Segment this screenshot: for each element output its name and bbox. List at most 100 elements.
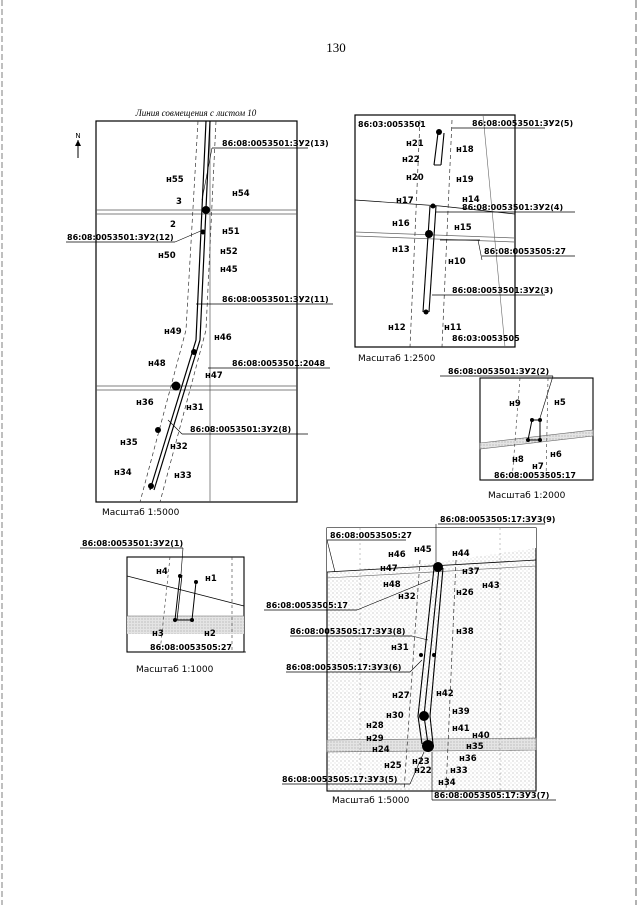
point-label: н45	[220, 265, 238, 275]
point-label: н4	[156, 567, 168, 577]
point-label: н29	[366, 734, 384, 744]
point-label: н33	[450, 766, 468, 776]
map-1-scale: Масштаб 1:5000	[102, 508, 180, 518]
point-marker	[419, 711, 429, 721]
point-label: н19	[456, 175, 474, 185]
map-1-cadastral-label: 86:08:0053501:ЗУ2(12)	[67, 233, 174, 242]
point-label: н20	[406, 173, 424, 183]
map-2-cadastral-label: 86:08:0053501:ЗУ2(3)	[452, 286, 553, 295]
map-1-cadastral-label: 86:08:0053501:2048	[232, 359, 326, 368]
point-label: н18	[456, 145, 474, 155]
point-marker	[148, 483, 154, 489]
corridor-dashed	[403, 559, 421, 792]
point-label: н52	[220, 247, 238, 257]
map-5-cadastral-label: 86:08:0053505:17	[266, 601, 348, 610]
map-4: 86:08:0053501:ЗУ2(1) 86:08:0053505:27 н4…	[80, 539, 246, 675]
boundary-line	[439, 205, 516, 215]
map-1-cadastral-label: 86:08:0053501:ЗУ2(11)	[222, 295, 329, 304]
point-label: н11	[444, 323, 462, 333]
point-label: н17	[396, 196, 414, 206]
north-label: N	[75, 132, 80, 140]
point-label: 3	[176, 197, 182, 207]
point-label: н26	[456, 588, 474, 598]
point-label: н36	[136, 398, 154, 408]
road-strip	[127, 616, 244, 634]
point-marker	[425, 230, 433, 238]
point-label: 2	[170, 220, 176, 230]
map-2-cadastral-label: 86:08:0053501:ЗУ2(5)	[472, 119, 573, 128]
map-2-cadastral-label: 86:03:0053501	[358, 120, 426, 129]
point-label: н46	[214, 333, 232, 343]
point-label: н31	[186, 403, 204, 413]
point-label: н30	[386, 711, 404, 721]
map-5-cadastral-label: 86:08:0053505:17:ЗУ3(8)	[290, 627, 405, 636]
point-label: н36	[459, 754, 477, 764]
map-2-cadastral-label: 86:08:0053501:ЗУ2(4)	[462, 203, 563, 212]
point-marker	[202, 206, 210, 214]
point-label: н48	[383, 580, 401, 590]
map-5-cadastral-label: 86:08:0053505:27	[330, 531, 412, 540]
point-marker	[430, 203, 436, 209]
point-label: н35	[120, 438, 138, 448]
point-marker	[422, 740, 434, 752]
map-5-cadastral-label: 86:08:0053505:17:ЗУ3(9)	[440, 515, 555, 524]
road-line	[354, 235, 516, 243]
point-label: н28	[366, 721, 384, 731]
pipeline-line	[153, 120, 211, 491]
map-5-scale: Масштаб 1:5000	[332, 796, 410, 806]
pipeline-line	[149, 120, 207, 491]
boundary-line	[354, 199, 441, 207]
point-label: н49	[164, 327, 182, 337]
point-marker	[191, 349, 197, 355]
point-label: н39	[452, 707, 470, 717]
page-number: 130	[326, 40, 346, 55]
point-label: н27	[392, 691, 410, 701]
point-label: н41	[452, 724, 470, 734]
corridor-dashed	[441, 119, 453, 348]
map-3-frame	[479, 377, 594, 481]
point-label: н34	[438, 778, 456, 788]
map-4-scale: Масштаб 1:1000	[136, 665, 214, 675]
point-label: н37	[462, 567, 480, 577]
pipeline-line	[428, 205, 437, 313]
pipeline-line	[417, 567, 435, 745]
map-2: 86:03:0053501 86:08:0053501:ЗУ2(5) 86:08…	[354, 114, 575, 364]
map-3: 86:08:0053501:ЗУ2(2) 86:08:0053505:17 н9…	[440, 367, 594, 501]
point-marker	[171, 381, 181, 391]
point-label: н33	[174, 471, 192, 481]
point-label: н38	[456, 627, 474, 637]
map-1-cadastral-label: 86:08:0053501:ЗУ2(13)	[222, 139, 329, 148]
map-5-cadastral-label: 86:08:0053505:17:ЗУ3(7)	[434, 791, 549, 800]
map-1-header: Линия совмещения с листом 10	[135, 108, 257, 118]
map-1-cadastral-label: 86:08:0053501:ЗУ2(8)	[190, 425, 291, 434]
point-marker	[433, 562, 443, 572]
point-marker	[423, 309, 429, 315]
map-5: 86:08:0053505:27 86:08:0053505:17:ЗУ3(9)…	[264, 515, 556, 806]
point-label: н25	[384, 761, 402, 771]
point-label: н16	[392, 219, 410, 229]
map-5-cadastral-label: 86:08:0053505:17:ЗУ3(5)	[282, 775, 397, 784]
point-label: н54	[232, 189, 250, 199]
point-label: н43	[482, 581, 500, 591]
point-label: н42	[436, 689, 454, 699]
north-arrow-icon: N	[75, 132, 81, 158]
point-label: н35	[466, 742, 484, 752]
point-label: н22	[402, 155, 420, 165]
point-label: н45	[414, 545, 432, 555]
point-label: н7	[532, 462, 544, 472]
point-label: н13	[392, 245, 410, 255]
pipeline-line	[433, 132, 439, 166]
point-label: н9	[509, 399, 521, 409]
point-label: н34	[114, 468, 132, 478]
point-label: н2	[204, 629, 216, 639]
point-label: н47	[380, 564, 398, 574]
point-label: н55	[166, 175, 184, 185]
point-label: н24	[372, 745, 390, 755]
map-1: Линия совмещения с листом 10 N	[66, 108, 333, 518]
point-label: н51	[222, 227, 240, 237]
point-label: н44	[452, 549, 470, 559]
point-label: н31	[391, 643, 409, 653]
map-3-scale: Масштаб 1:2000	[488, 491, 566, 501]
point-marker	[155, 427, 161, 433]
